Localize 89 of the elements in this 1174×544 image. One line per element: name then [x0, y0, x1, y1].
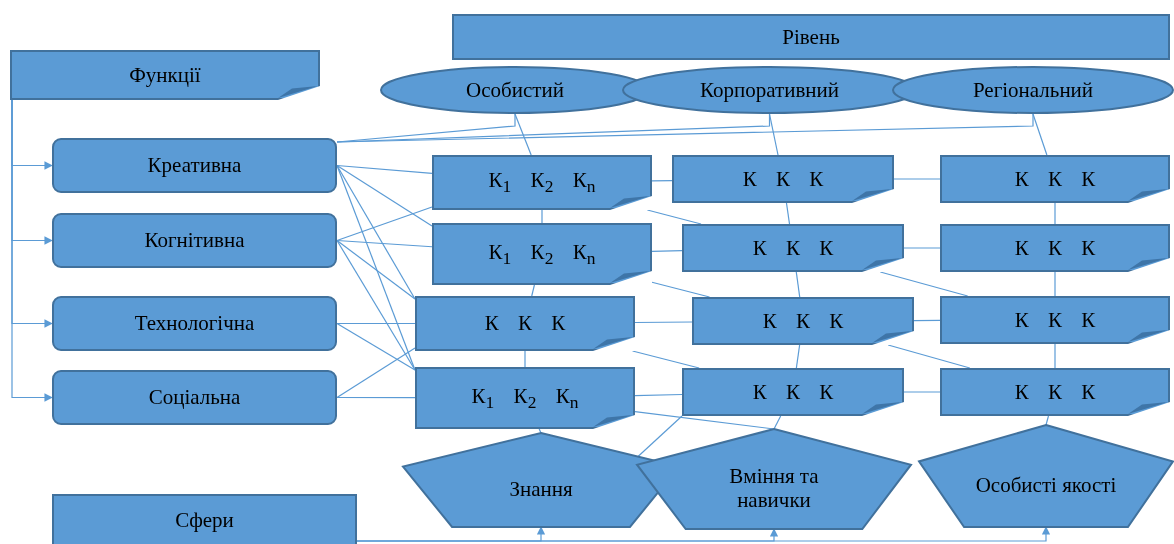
note-box	[10, 50, 320, 100]
box-label: Знання	[508, 476, 574, 501]
connector-line	[336, 164, 433, 174]
connector-line	[531, 284, 535, 297]
note-box	[940, 296, 1170, 344]
note-box	[692, 297, 914, 345]
box-label: Технологічна	[133, 311, 256, 336]
box-label: Вміння та навички	[728, 464, 820, 513]
connector-line	[514, 113, 532, 156]
arrow	[11, 99, 53, 402]
box-label: Регіональний	[971, 77, 1095, 103]
note-box	[940, 224, 1170, 272]
box-label: К К К	[751, 379, 835, 405]
note-box	[415, 296, 635, 351]
connector-line	[336, 239, 416, 371]
note-box	[682, 368, 904, 416]
rounded-box	[52, 213, 337, 268]
connector-line	[634, 411, 775, 430]
box-label: К К К	[1013, 166, 1097, 192]
connector-line	[785, 202, 791, 225]
box-label: К К К	[751, 235, 835, 261]
connector-line	[913, 319, 941, 322]
connector-line	[634, 321, 693, 324]
note-box	[415, 367, 635, 429]
connector-line	[336, 164, 433, 227]
note-box	[432, 155, 652, 210]
box-label: Функції	[128, 62, 202, 88]
connector-line	[336, 322, 416, 325]
connector-line	[651, 281, 711, 298]
box-label: К$_{1}$ К$_{2}$ К$_{n}$	[470, 383, 580, 413]
connector-line	[651, 250, 683, 252]
note-box	[940, 368, 1170, 416]
note-box	[672, 155, 894, 203]
connector-line	[651, 180, 673, 182]
connector-line	[336, 239, 433, 248]
connector-line	[336, 206, 433, 242]
connector-line	[336, 164, 416, 371]
connector-line	[903, 391, 941, 393]
box-label: Рівень	[781, 24, 841, 50]
box-label: Особисті якості	[974, 473, 1118, 498]
connector-line	[634, 393, 683, 397]
process-box	[452, 14, 1170, 60]
connector-line	[336, 113, 1034, 143]
connector-line	[887, 344, 971, 369]
connector-line	[336, 347, 416, 399]
note-box	[940, 155, 1170, 203]
connector-line	[1032, 113, 1048, 156]
arrow	[356, 526, 1051, 542]
box-label: Когнітивна	[143, 228, 246, 253]
box-label: К$_{1}$ К$_{2}$ К$_{n}$	[487, 239, 597, 269]
connector-line	[1054, 202, 1056, 225]
box-label: Сфери	[174, 507, 235, 533]
connector-line	[773, 415, 782, 430]
connector-line	[336, 322, 416, 371]
connector-line	[768, 113, 779, 156]
note-box	[682, 224, 904, 272]
box-label: Корпоративний	[699, 77, 840, 103]
connector-line	[336, 164, 416, 300]
connector-line	[1054, 343, 1056, 369]
box-label: Соціальна	[147, 385, 242, 410]
connector-line	[795, 344, 801, 369]
connector-line	[336, 239, 416, 300]
box-label: К$_{1}$ К$_{2}$ К$_{n}$	[487, 168, 597, 197]
box-label: К К К	[1013, 307, 1097, 333]
process-box	[52, 494, 357, 544]
connector-line	[1054, 271, 1056, 297]
connector-line	[637, 415, 683, 457]
note-box	[432, 223, 652, 285]
connector-line	[1045, 415, 1050, 426]
connector-line	[524, 350, 526, 368]
connector-line	[632, 350, 700, 369]
box-label: К К К	[1013, 379, 1097, 405]
box-label: К К К	[761, 308, 845, 334]
connector-line	[879, 271, 969, 297]
box-label: Креативна	[146, 153, 243, 178]
box-label: К К К	[741, 166, 825, 192]
rounded-box	[52, 296, 337, 351]
connector-line	[538, 428, 542, 434]
connector-line	[795, 271, 801, 298]
rounded-box	[52, 138, 337, 193]
connector-line	[646, 209, 702, 225]
connector-line	[336, 396, 416, 399]
box-label: Особистий	[465, 77, 565, 103]
connector-line	[893, 178, 941, 180]
connector-line	[541, 209, 543, 224]
box-label: К К К	[483, 311, 567, 336]
box-label: К К К	[1013, 235, 1097, 261]
rounded-box	[52, 370, 337, 425]
connector-line	[903, 247, 941, 249]
